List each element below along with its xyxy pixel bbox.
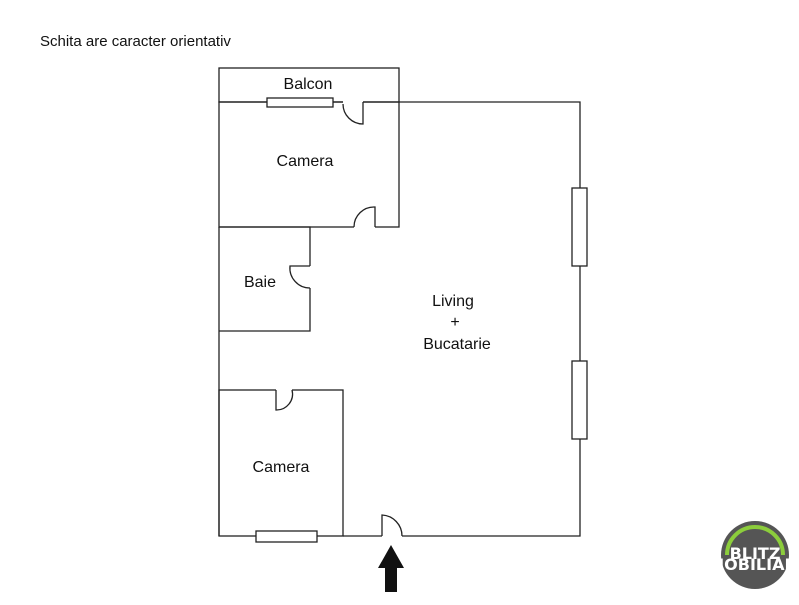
room-label-plus: + <box>450 314 459 331</box>
door-camera-top <box>353 206 376 228</box>
orientative-note: Schita are caracter orientativ <box>40 33 231 50</box>
door-balcony <box>342 102 364 125</box>
door-bath <box>289 265 311 289</box>
entrance-arrow-icon <box>378 545 404 592</box>
logo-text-imobiliare: IMOBILIARE <box>719 555 791 574</box>
logo-text-blitz: BLITZ <box>730 544 781 563</box>
room-label-camera-top: Camera <box>277 153 334 170</box>
balcony-window <box>266 97 334 108</box>
bottom-window <box>255 530 318 543</box>
room-label-bucatarie: Bucatarie <box>423 336 491 353</box>
room-label-camera-bottom: Camera <box>253 459 310 476</box>
door-entrance <box>381 514 403 537</box>
room-label-living: Living <box>432 293 474 310</box>
room-label-balcon: Balcon <box>284 76 333 93</box>
living-outer-wall <box>343 101 581 537</box>
right-window-bottom <box>571 360 588 440</box>
door-camera-bottom <box>275 389 294 411</box>
blitz-imobiliare-logo: BLITZ IMOBILIARE <box>719 521 791 589</box>
right-window-top <box>571 187 588 267</box>
room-label-baie: Baie <box>244 274 276 291</box>
